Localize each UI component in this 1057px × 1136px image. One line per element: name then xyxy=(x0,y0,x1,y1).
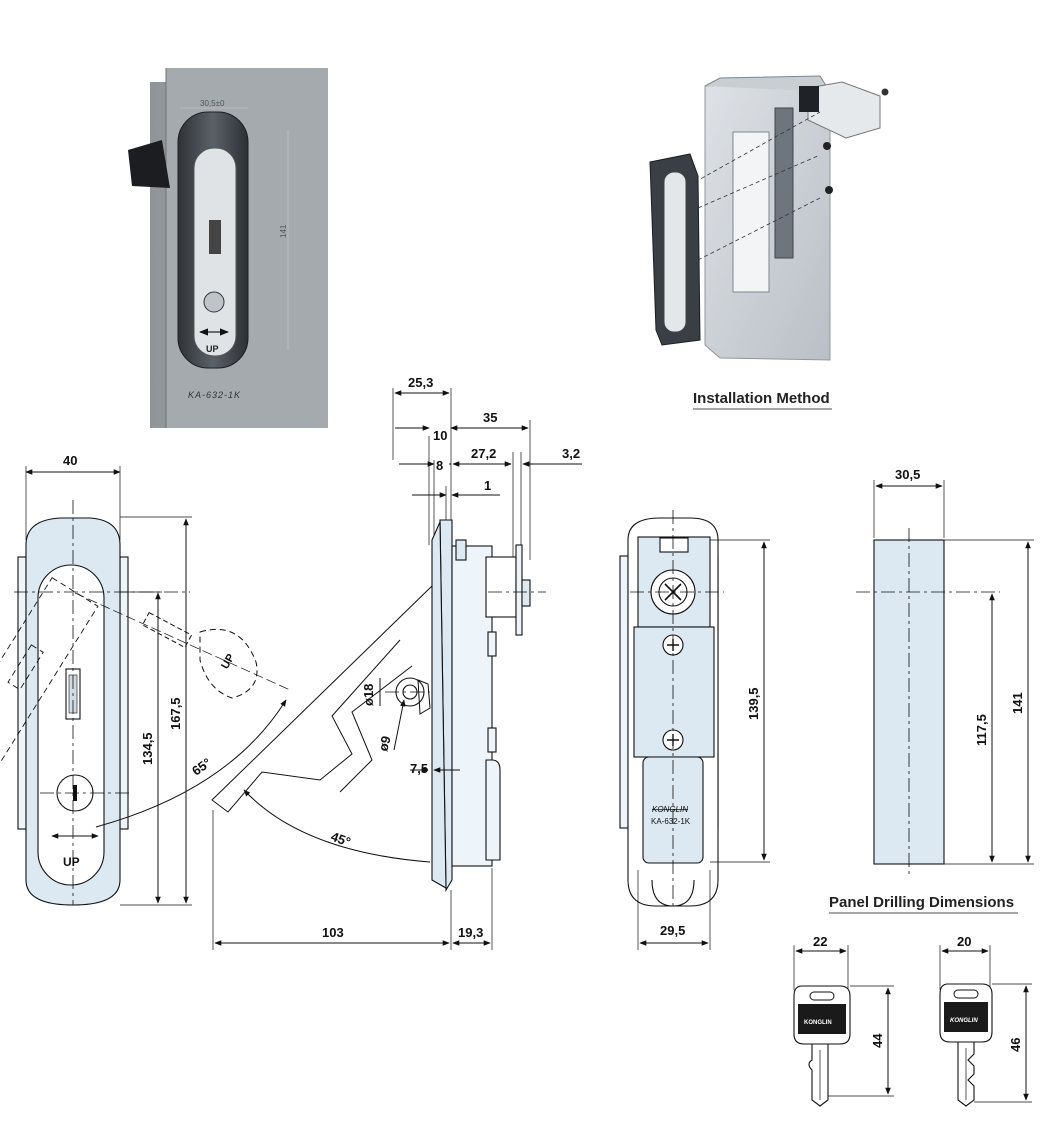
panel-drilling-caption: Panel Drilling Dimensions xyxy=(829,894,1014,911)
rear-brand-label: KONGLIN xyxy=(652,805,688,814)
rear-width-label: 29,5 xyxy=(660,923,685,938)
front-width-label: 40 xyxy=(63,453,77,468)
rear-height-label: 139,5 xyxy=(746,687,761,720)
photo-up-label: UP xyxy=(206,344,219,354)
key2-brand-label: KONGLIN xyxy=(950,1018,978,1024)
key1-width-label: 22 xyxy=(813,934,827,949)
side-d-8: 8 xyxy=(436,458,443,473)
svg-text:UP: UP xyxy=(219,652,237,671)
cutout-offset-label: 117,5 xyxy=(974,714,989,746)
key1-brand-label: KONGLIN xyxy=(804,1020,832,1026)
photo-dim-hint-height: 141 xyxy=(279,224,288,238)
front-view: 40 UP 134,5 167,5 xyxy=(0,453,291,906)
front-handle-height-label: 134,5 xyxy=(140,732,155,765)
rear-view: KONGLIN KA-632-1K 139,5 29,5 xyxy=(619,510,770,950)
key-1: 22 KONGLIN 44 xyxy=(793,934,894,1107)
side-d-35: 35 xyxy=(483,410,497,425)
side-d-18: ø18 xyxy=(361,684,376,706)
side-d-19-3: 19,3 xyxy=(458,925,483,940)
side-angle-label: 45° xyxy=(329,829,353,850)
cutout-height-label: 141 xyxy=(1010,692,1025,714)
side-d-103: 103 xyxy=(322,925,344,940)
installation-caption: Installation Method xyxy=(693,390,830,407)
rear-model-label: KA-632-1K xyxy=(651,817,691,826)
side-d-10: 10 xyxy=(433,428,447,443)
front-angle-label: 65° xyxy=(189,755,214,779)
side-d-9: ø9 xyxy=(375,734,393,753)
photo-dim-hint-width: 30,5±0 xyxy=(200,99,225,108)
side-d-1: 1 xyxy=(484,478,491,493)
key2-height-label: 46 xyxy=(1008,1038,1023,1052)
cutout-width-label: 30,5 xyxy=(895,467,920,482)
product-photo: 30,5±0 141 UP KA-632-1K xyxy=(128,68,328,428)
side-view: 25,3 10 35 8 27,2 3,2 1 xyxy=(211,375,582,950)
panel-cutout: 30,5 117,5 141 xyxy=(856,467,1034,876)
installation-illustration xyxy=(649,75,889,361)
side-d-7-5: 7,5 xyxy=(410,761,428,776)
photo-model-label: KA-632-1K xyxy=(188,390,241,400)
front-total-height-label: 167,5 xyxy=(168,697,183,730)
side-d-27-2: 27,2 xyxy=(471,446,496,461)
key-2: 20 KONGLIN 46 xyxy=(939,934,1032,1107)
side-d-25-3: 25,3 xyxy=(408,375,433,390)
front-up-label: UP xyxy=(63,855,80,869)
side-d-3-2: 3,2 xyxy=(562,446,580,461)
key2-width-label: 20 xyxy=(957,934,971,949)
key1-height-label: 44 xyxy=(870,1033,885,1048)
